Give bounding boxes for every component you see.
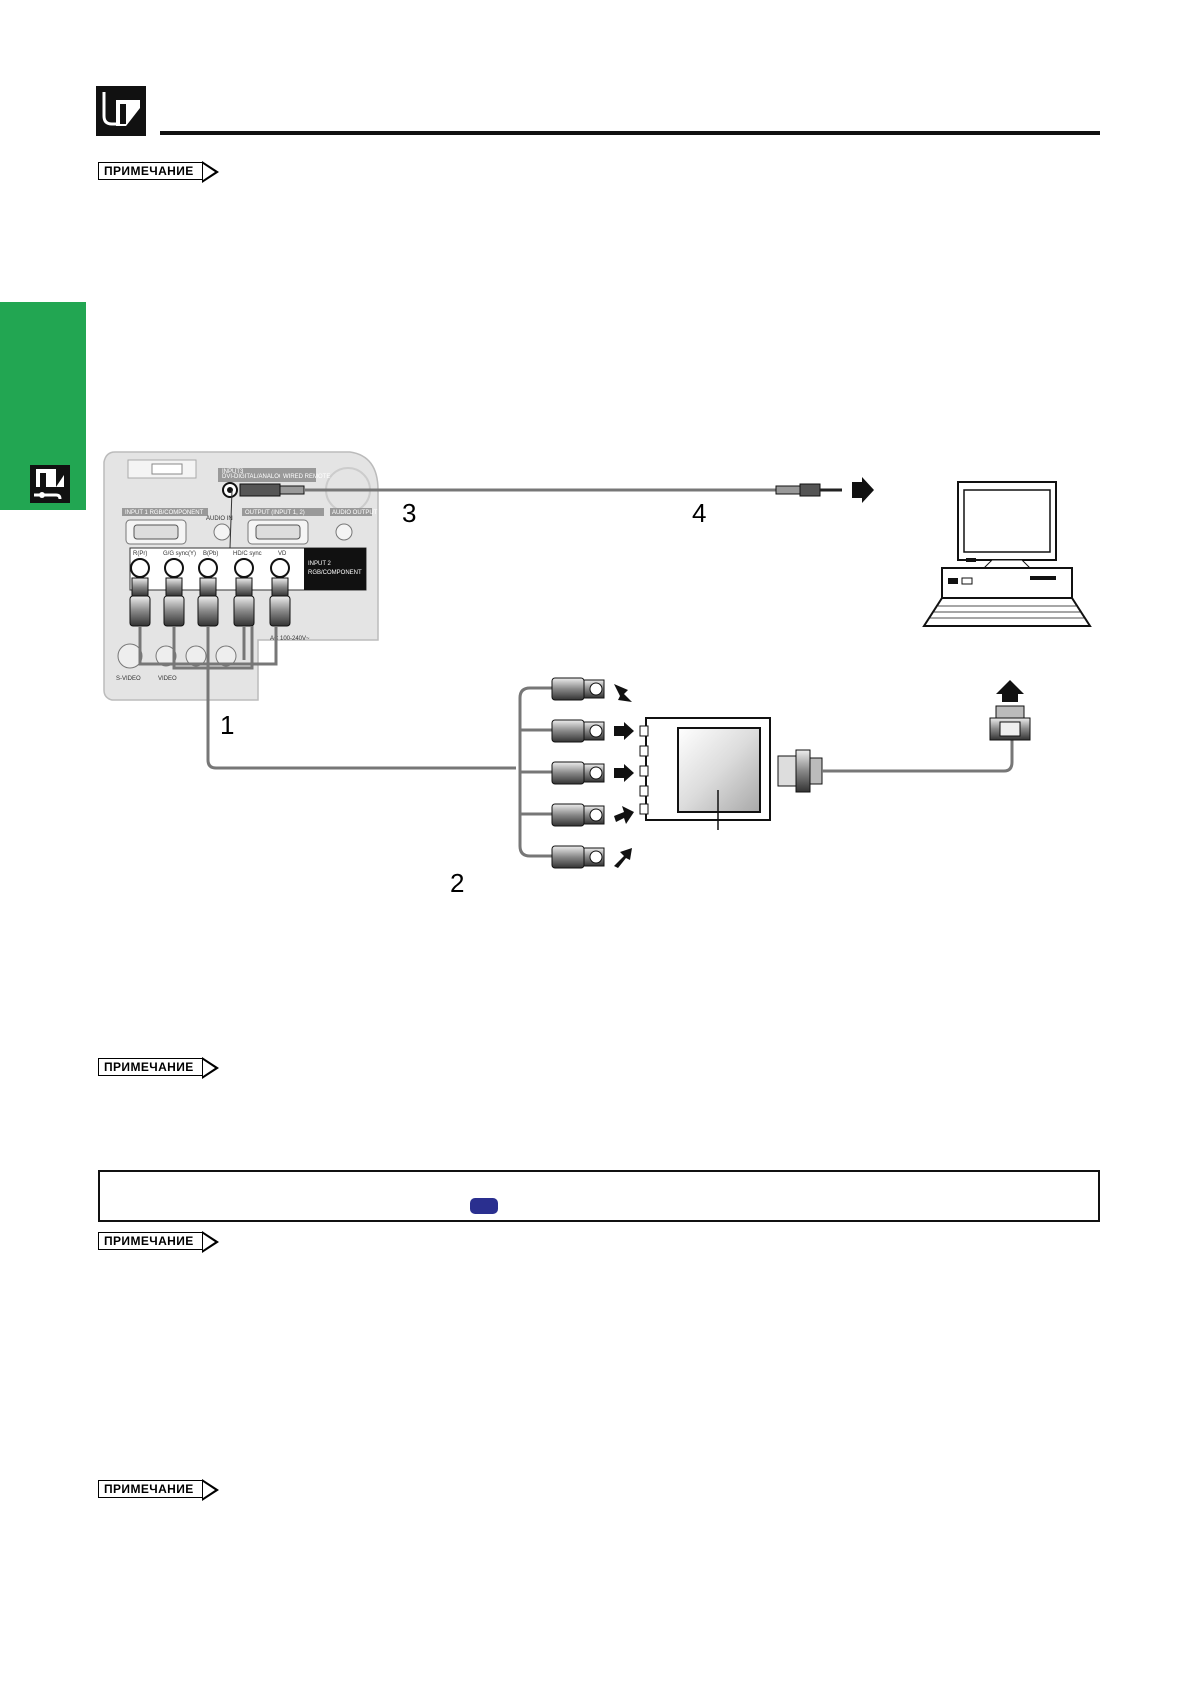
svg-text:HD/C sync: HD/C sync bbox=[233, 551, 262, 557]
connection-icon bbox=[96, 86, 146, 136]
computer-icon bbox=[922, 481, 1092, 627]
note-label-3: ПРИМЕЧАНИЕ bbox=[98, 1231, 219, 1253]
callout-3: 3 bbox=[402, 498, 416, 528]
adaptor-icon bbox=[639, 717, 823, 830]
svg-text:AUDIO OUTPUT: AUDIO OUTPUT bbox=[332, 510, 378, 516]
svg-text:INPUT 2: INPUT 2 bbox=[308, 561, 332, 567]
callout-2: 2 bbox=[450, 868, 464, 898]
svg-text:WIRED REMOTE: WIRED REMOTE bbox=[283, 474, 330, 480]
bnc-adaptor-plugs bbox=[551, 677, 634, 869]
info-box bbox=[98, 1170, 1100, 1222]
audio-cable bbox=[222, 477, 874, 549]
svg-text:AUDIO IN: AUDIO IN bbox=[206, 516, 233, 522]
bnc-adaptor-cables bbox=[518, 686, 552, 858]
side-connection-icon bbox=[30, 465, 70, 503]
bnc-plugs-projector bbox=[129, 558, 291, 627]
svg-text:B(Pb): B(Pb) bbox=[203, 551, 218, 557]
svg-text:INPUT 1 RGB/COMPONENT: INPUT 1 RGB/COMPONENT bbox=[125, 510, 204, 516]
svg-text:RGB/COMPONENT: RGB/COMPONENT bbox=[308, 570, 362, 576]
note-label-2: ПРИМЕЧАНИЕ bbox=[98, 1057, 219, 1079]
note-label-1: ПРИМЕЧАНИЕ bbox=[98, 161, 219, 183]
svg-text:R(Pr): R(Pr) bbox=[133, 551, 147, 557]
callout-4: 4 bbox=[692, 498, 706, 528]
svg-text:VIDEO: VIDEO bbox=[158, 676, 177, 682]
button-indicator-icon bbox=[470, 1198, 498, 1214]
header-rule bbox=[160, 131, 1100, 135]
note-label-4: ПРИМЕЧАНИЕ bbox=[98, 1479, 219, 1501]
computer-rgb-cable bbox=[822, 740, 1014, 773]
svg-text:AC 100-240V~: AC 100-240V~ bbox=[270, 636, 310, 642]
svg-text:DVI-DIGITAL/ANALOG: DVI-DIGITAL/ANALOG bbox=[222, 474, 284, 480]
svg-text:G/G sync(Y): G/G sync(Y) bbox=[163, 551, 196, 557]
svg-text:INPUT3: INPUT3 bbox=[222, 469, 244, 475]
svg-text:OUTPUT (INPUT 1, 2): OUTPUT (INPUT 1, 2) bbox=[245, 510, 305, 516]
callout-1: 1 bbox=[220, 710, 234, 740]
computer-rgb-plug bbox=[989, 680, 1031, 741]
arrow-icon bbox=[852, 477, 874, 503]
svg-text:S-VIDEO: S-VIDEO bbox=[116, 676, 141, 682]
bnc-cable-bundle bbox=[138, 626, 516, 770]
svg-text:VD: VD bbox=[278, 551, 287, 557]
